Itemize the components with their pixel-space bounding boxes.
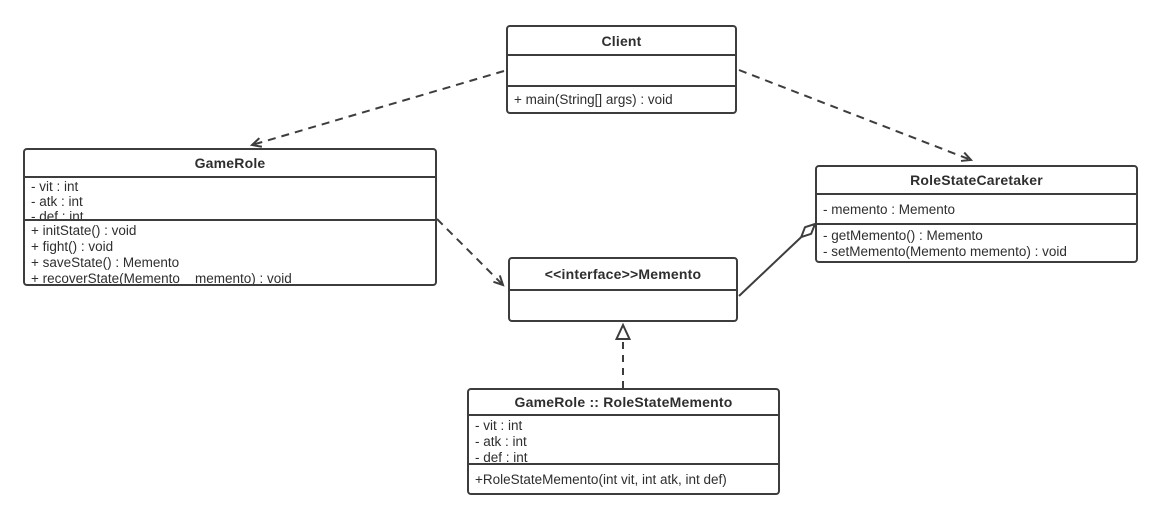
- methods-section: + main(String[] args) : void: [508, 85, 735, 112]
- attribute-row: - memento : Memento: [823, 201, 956, 217]
- class-client[interactable]: Client + main(String[] args) : void: [506, 25, 737, 114]
- class-title: GameRole :: RoleStateMemento: [514, 394, 733, 410]
- class-title: Client: [601, 32, 642, 49]
- aggregation-rolestatecaretaker-to-memento: [738, 236, 802, 297]
- attributes-section: - memento : Memento: [817, 193, 1136, 223]
- attribute-row: - atk : int: [475, 434, 527, 449]
- attribute-row: - vit : int: [475, 418, 523, 433]
- dependency-client-to-rolestatecaretaker: [738, 69, 974, 162]
- method-row: + recoverState(Memento memento) : void: [31, 271, 292, 284]
- dependency-client-to-gamerole: [249, 70, 505, 148]
- attributes-section: - vit : int - atk : int - def : int: [469, 414, 778, 463]
- attribute-row: - def : int: [31, 209, 84, 219]
- class-title: <<interface>>Memento: [544, 266, 702, 282]
- attributes-section: [508, 54, 735, 85]
- body-section: [510, 289, 736, 320]
- method-row: + initState() : void: [31, 223, 137, 238]
- attribute-row: - def : int: [475, 450, 528, 463]
- methods-section: + initState() : void + fight() : void + …: [25, 219, 435, 284]
- attribute-row: - atk : int: [31, 194, 83, 209]
- method-row: +RoleStateMemento(int vit, int atk, int …: [475, 471, 727, 487]
- aggregation-diamond: [800, 223, 816, 239]
- method-row: - setMemento(Memento memento) : void: [823, 244, 1067, 259]
- class-gamerole[interactable]: GameRole - vit : int - atk : int - def :…: [23, 148, 437, 286]
- method-row: - getMemento() : Memento: [823, 228, 983, 243]
- class-title: GameRole: [194, 155, 266, 171]
- class-title: RoleStateCaretaker: [910, 172, 1043, 188]
- realization-triangle-arrowhead: [614, 322, 632, 340]
- method-row: + saveState() : Memento: [31, 255, 180, 270]
- methods-section: +RoleStateMemento(int vit, int atk, int …: [469, 463, 778, 493]
- dependency-gamerole-to-memento: [436, 218, 505, 287]
- class-rolestatememento[interactable]: GameRole :: RoleStateMemento - vit : int…: [467, 388, 780, 495]
- methods-section: - getMemento() : Memento - setMemento(Me…: [817, 223, 1136, 261]
- attributes-section: - vit : int - atk : int - def : int: [25, 176, 435, 219]
- attribute-row: - vit : int: [31, 179, 79, 194]
- class-rolestatecaretaker[interactable]: RoleStateCaretaker - memento : Memento -…: [815, 165, 1138, 263]
- method-row: + fight() : void: [31, 239, 114, 254]
- class-memento-interface[interactable]: <<interface>>Memento: [508, 257, 738, 322]
- method-row: + main(String[] args) : void: [514, 92, 673, 107]
